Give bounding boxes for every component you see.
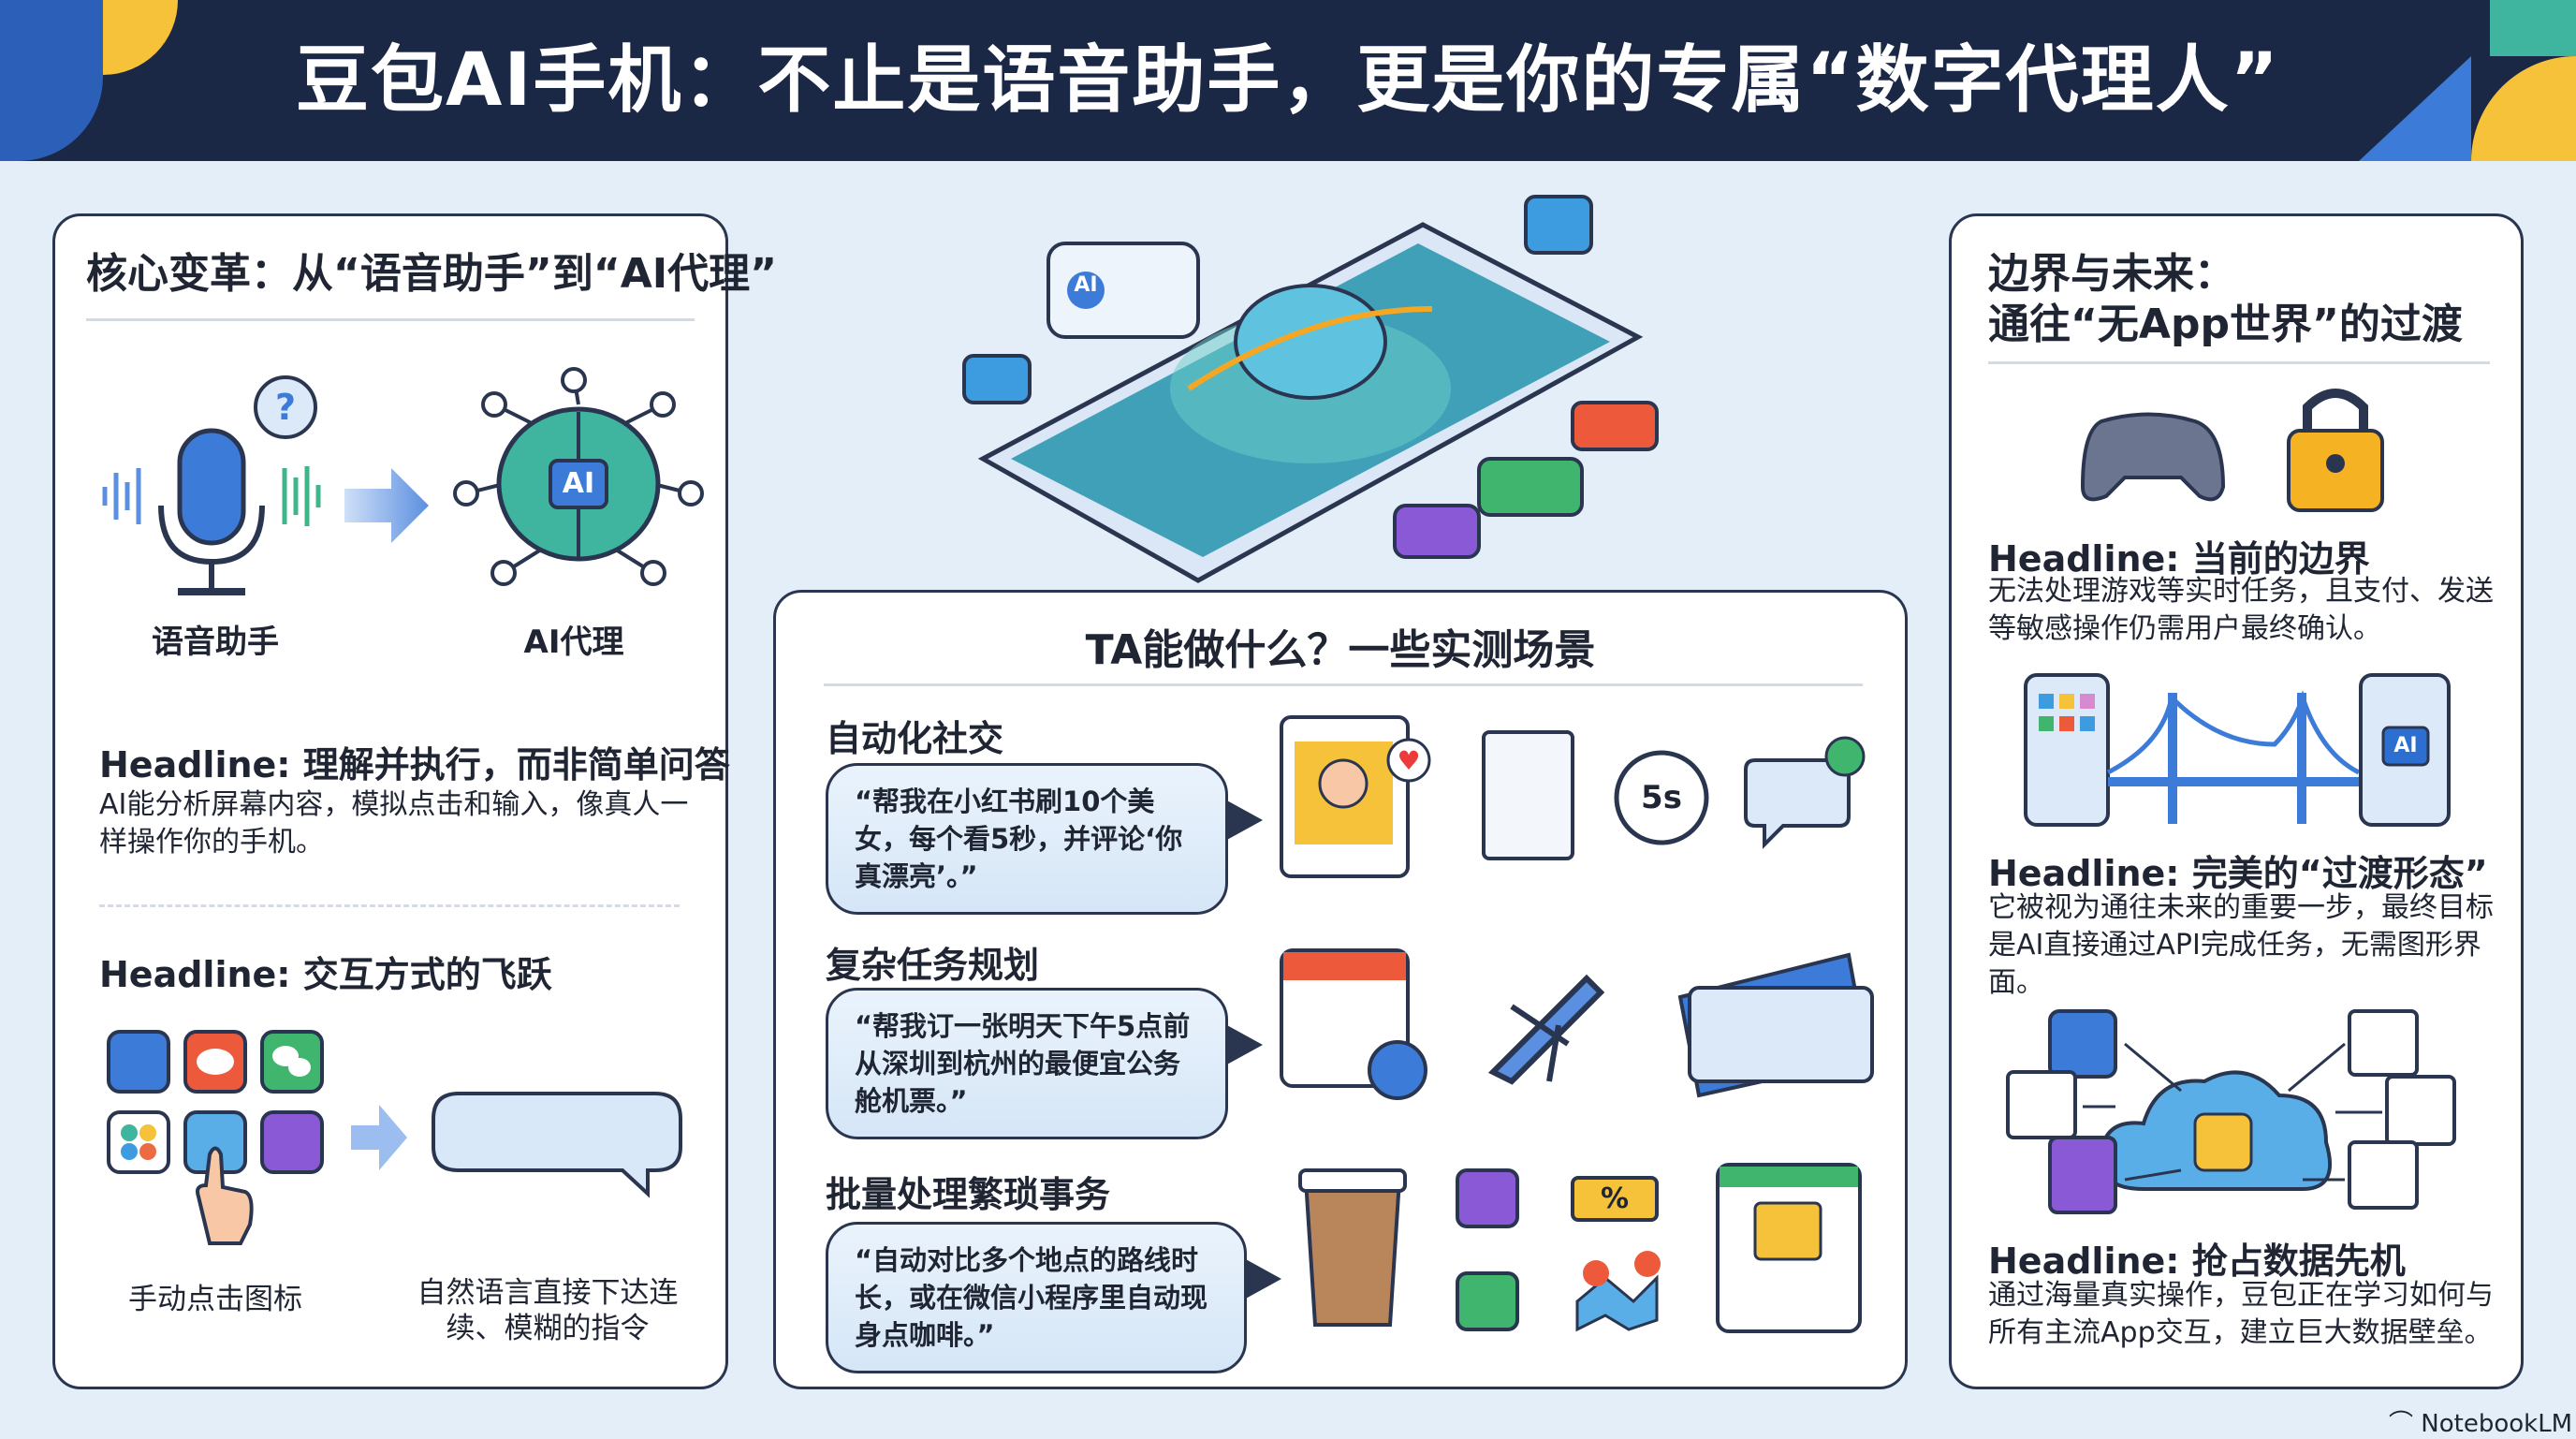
phone-ai-badge: AI [1074,273,1098,297]
headline-transition-form: Headline: 完美的“过渡形态” [1988,853,2488,894]
header-bar [0,0,2576,161]
notebooklm-logo-icon: ⌒ [2389,1410,2422,1438]
ai-agent-label: AI代理 [523,624,624,661]
header-decoration-right [2359,56,2471,161]
scenario-quote-planning: “帮我订一张明天下午5点前从深圳到杭州的最便宜公务舱机票。” [826,988,1263,1139]
ai-badge: AI [2393,734,2418,757]
gamepad-icon [2073,384,2392,515]
scenario-heading-social: 自动化社交 [826,718,1004,759]
data-cloud-illustration [2003,1002,2471,1226]
discount-coupon-icon: % [1600,1182,1630,1215]
header-decoration-teal [2490,0,2576,56]
svg-text:♥: ♥ [1397,745,1420,776]
left-panel [52,213,728,1389]
body-data-advantage: 通过海量真实操作，豆包正在学习如何与所有主流App交互，建立巨大数据壁垒。 [1988,1279,2494,1349]
divider [86,318,695,321]
middle-panel-title: TA能做什么？一些实测场景 [1085,626,1596,674]
brand-label: NotebookLM [2421,1410,2573,1438]
natural-language-label: 自然语言直接下达连续、模糊的指令 [417,1276,679,1345]
microphone-icon: ? [94,365,337,609]
bridge-to-ai-illustration: AI [2022,669,2452,838]
right-panel-title-line2: 通往“无App世界”的过渡 [1988,301,2463,348]
voice-assistant-label: 语音助手 [152,624,279,661]
social-icons: ♥ 5s [1278,713,1877,882]
left-panel-title: 核心变革：从“语音助手”到“AI代理” [86,250,778,298]
app-icon-grid [105,1028,339,1253]
dashed-divider [99,904,680,907]
headline-understand-execute: Headline: 理解并执行，而非简单问答 [99,744,730,786]
arrow-right-icon [344,468,429,543]
body-transition-form: 它被视为通往未来的重要一步，最终目标是AI直接通过API完成任务，无需图形界面。 [1988,891,2494,999]
manual-tap-label: 手动点击图标 [128,1283,302,1316]
timer-5s-icon: 5s [1641,779,1682,816]
svg-text:?: ? [275,387,296,428]
notebooklm-brand: ⌒ NotebookLM [2389,1404,2572,1439]
scenario-quote-social: “帮我在小红书刷10个美女，每个看5秒，并评论‘你真漂亮’。” [826,763,1263,915]
headline-data-advantage: Headline: 抢占数据先机 [1988,1241,2406,1282]
body-current-boundary: 无法处理游戏等实时任务，且支付、发送等敏感操作仍需用户最终确认。 [1988,575,2494,645]
travel-icons [1278,941,1877,1109]
ai-badge: AI [562,467,595,500]
ai-brain-icon: AI [447,367,710,601]
divider [824,683,1863,686]
scenario-heading-planning: 复杂任务规划 [826,945,1040,986]
headline-current-boundary: Headline: 当前的边界 [1988,538,2370,580]
divider [1988,361,2490,364]
page-title: 豆包AI手机：不止是语音助手，更是你的专属“数字代理人” [296,38,2280,123]
body-understand-execute: AI能分析屏幕内容，模拟点击和输入，像真人一样操作你的手机。 [99,788,689,859]
scenario-quote-batch: “自动对比多个地点的路线时长，或在微信小程序里自动现身点咖啡。” [826,1222,1281,1373]
ai-phone-illustration: AI [945,187,1694,599]
right-panel-title-line1: 边界与未来： [1988,250,2235,298]
arrow-right-icon [351,1105,407,1170]
empty-chat-bubble [431,1091,683,1198]
errand-icons: % [1296,1161,1877,1339]
headline-interaction-leap: Headline: 交互方式的飞跃 [99,954,552,995]
scenario-heading-batch: 批量处理繁琐事务 [826,1174,1111,1215]
